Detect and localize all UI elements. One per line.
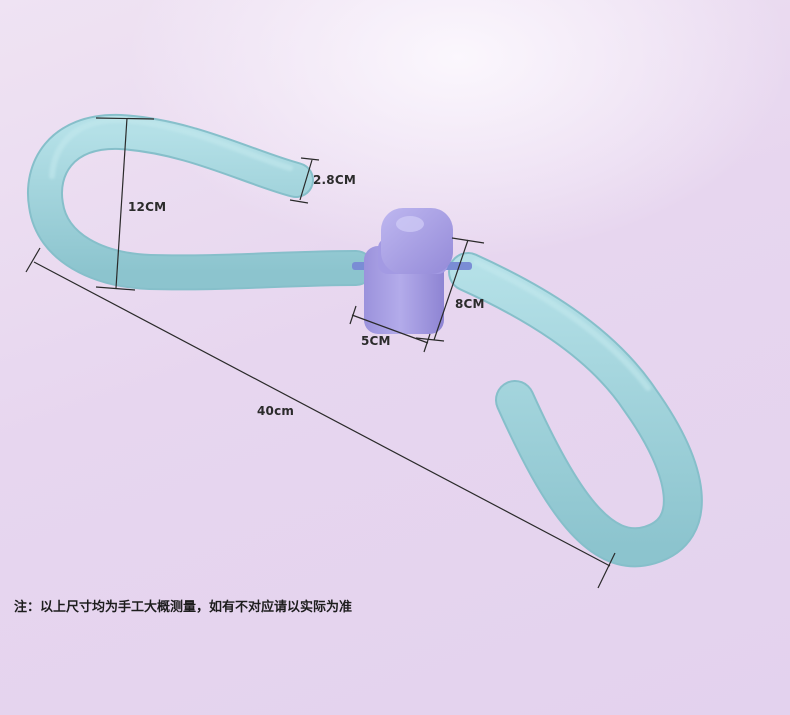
measurement-lines — [25, 117, 616, 589]
total-length-label: 40cm — [257, 404, 295, 418]
left-tube — [27, 113, 374, 291]
adjustment-knob — [364, 208, 453, 334]
right-tube — [448, 252, 703, 568]
knob-height-label: 8CM — [455, 297, 485, 311]
end-diameter-label: 2.8CM — [313, 173, 357, 187]
measurement-note: 注：以上尺寸均为手工大概测量，如有不对应请以实际为准 — [14, 600, 353, 615]
loop-height-label: 12CM — [128, 200, 167, 214]
knob-width-label: 5CM — [361, 334, 391, 348]
